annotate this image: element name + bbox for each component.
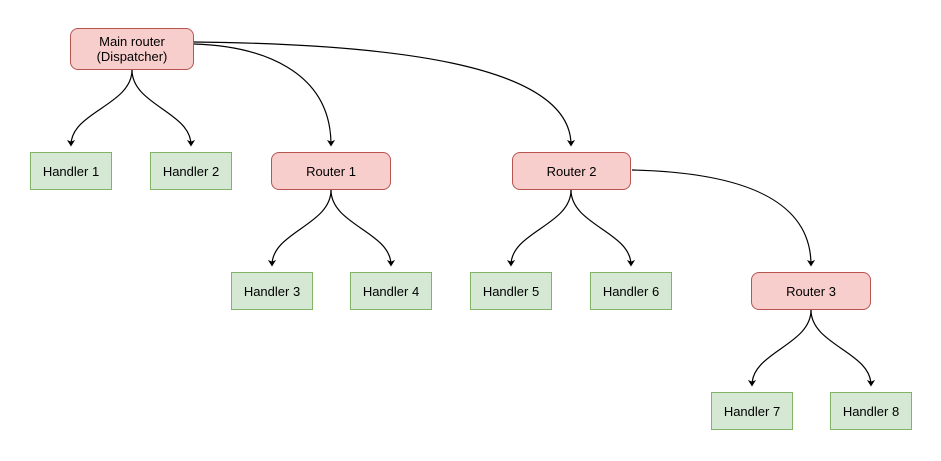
edge-router-2-to-handler-5 bbox=[506, 189, 572, 267]
node-router-3[interactable]: Router 3 bbox=[751, 272, 871, 310]
node-handler-5[interactable]: Handler 5 bbox=[470, 272, 552, 310]
edge-router-2-to-router-3 bbox=[631, 169, 816, 267]
node-main-router[interactable]: Main router (Dispatcher) bbox=[70, 28, 194, 70]
node-label-router-3: Router 3 bbox=[786, 283, 836, 299]
node-label-handler-4: Handler 4 bbox=[362, 283, 420, 299]
edge-router-1-to-handler-4 bbox=[330, 189, 396, 267]
edge-router-1-to-handler-3 bbox=[267, 189, 332, 267]
node-router-2[interactable]: Router 2 bbox=[512, 152, 631, 190]
node-label-handler-5: Handler 5 bbox=[482, 283, 540, 299]
node-label-handler-2: Handler 2 bbox=[162, 163, 220, 179]
edge-router-2-to-handler-6 bbox=[570, 189, 636, 267]
node-handler-2[interactable]: Handler 2 bbox=[150, 152, 232, 190]
node-label-router-2: Router 2 bbox=[546, 163, 597, 179]
node-router-1[interactable]: Router 1 bbox=[271, 152, 391, 190]
node-handler-6[interactable]: Handler 6 bbox=[590, 272, 672, 310]
node-label-router-1: Router 1 bbox=[306, 163, 356, 179]
edge-main-router-to-router-2 bbox=[193, 41, 576, 147]
node-handler-8[interactable]: Handler 8 bbox=[830, 392, 912, 430]
edge-router-3-to-handler-8 bbox=[810, 309, 876, 387]
node-label-handler-3: Handler 3 bbox=[243, 283, 301, 299]
edge-main-router-to-handler-2 bbox=[131, 69, 196, 147]
node-label-handler-1: Handler 1 bbox=[42, 163, 100, 179]
edge-main-router-to-router-1 bbox=[193, 43, 336, 147]
node-label-main-router: Main router (Dispatcher) bbox=[96, 34, 168, 64]
node-handler-4[interactable]: Handler 4 bbox=[350, 272, 432, 310]
edge-main-router-to-handler-1 bbox=[66, 69, 133, 147]
node-label-handler-7: Handler 7 bbox=[723, 403, 781, 419]
connector-group bbox=[66, 41, 876, 387]
node-label-handler-8: Handler 8 bbox=[842, 403, 900, 419]
node-handler-7[interactable]: Handler 7 bbox=[711, 392, 793, 430]
node-label-handler-6: Handler 6 bbox=[602, 283, 660, 299]
edge-router-3-to-handler-7 bbox=[747, 309, 812, 387]
node-handler-1[interactable]: Handler 1 bbox=[30, 152, 112, 190]
node-handler-3[interactable]: Handler 3 bbox=[231, 272, 313, 310]
